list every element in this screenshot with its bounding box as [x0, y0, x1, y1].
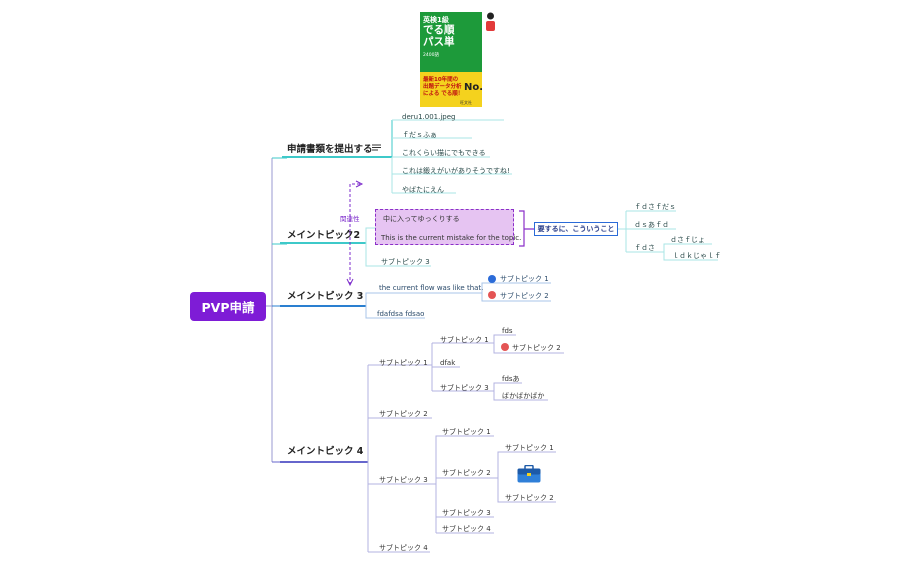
topic4-sub1-child-1[interactable]: サブトピック 1	[440, 336, 489, 344]
topic4-sub3-child-4[interactable]: サブトピック 4	[442, 525, 491, 533]
topic1-child-5[interactable]: やばたにえん	[402, 186, 444, 194]
cover-band-text: 最新10年間の 出題データ分析 による でる順！	[423, 77, 464, 97]
topic4-sub1-child-2[interactable]: dfak	[440, 359, 456, 367]
topic3-subtopic-2[interactable]: サブトピック 2	[500, 292, 549, 300]
summary-child-1[interactable]: ｆｄさｆだｓ	[634, 203, 676, 211]
summary-child-3[interactable]: ｆｄさ	[634, 244, 655, 252]
topic2-child-1[interactable]: 中に入ってゆっくりする	[383, 215, 460, 223]
main-topic-4[interactable]: メイントピック 4	[287, 446, 364, 457]
heart-icon[interactable]	[501, 343, 509, 351]
topic4-sub1-1-child-1[interactable]: fds	[502, 327, 513, 335]
topic1-child-2[interactable]: ｆだｓふぁ	[402, 131, 437, 139]
topic4-sub3-2-child-2[interactable]: サブトピック 2	[505, 494, 554, 502]
root-topic[interactable]: PVP申請	[190, 292, 266, 321]
cover-publisher: 旺文社	[460, 100, 472, 105]
topic3-child-2[interactable]: fdafdsa fdsao	[377, 310, 425, 318]
topic4-sub1-3-child-2[interactable]: ばかばかばか	[502, 392, 545, 400]
topic4-sub1-child-3[interactable]: サブトピック 3	[440, 384, 489, 392]
cover-band	[420, 72, 482, 107]
priority-2-icon[interactable]	[488, 291, 496, 299]
topic2-child-2[interactable]: This is the current mistake for the topi…	[381, 234, 522, 242]
relationship-label[interactable]: 関連性	[340, 215, 360, 223]
cover-small-title: 英検1級	[423, 16, 449, 24]
summary-grandchild-2[interactable]: ｌｄｋじゃｌｆ	[672, 252, 721, 260]
topic4-sub3-child-3[interactable]: サブトピック 3	[442, 509, 491, 517]
summary-child-2[interactable]: ｄｓあｆｄ	[634, 221, 669, 229]
topic4-sub3-child-2[interactable]: サブトピック 2	[442, 469, 491, 477]
topic4-subtopic-4[interactable]: サブトピック 4	[379, 544, 428, 552]
bookmark-badge-icon	[486, 12, 495, 31]
book-cover-image[interactable]: 英検1級 でる順 パス単 2400語 最新10年間の 出題データ分析 による で…	[420, 12, 482, 107]
summary-node[interactable]: 要するに、こういうこと	[534, 222, 618, 236]
topic4-subtopic-2[interactable]: サブトピック 2	[379, 410, 428, 418]
topic4-subtopic-3[interactable]: サブトピック 3	[379, 476, 428, 484]
cover-word-count: 2400語	[423, 53, 439, 58]
main-topic-1[interactable]: 申請書類を提出する	[287, 144, 373, 155]
cover-main-title: でる順 パス単	[423, 24, 455, 48]
cover-no1: No.1	[464, 82, 482, 93]
topic4-sub1-3-child-1[interactable]: fdsあ	[502, 375, 520, 383]
priority-1-icon[interactable]	[488, 275, 496, 283]
notes-icon[interactable]	[372, 144, 381, 151]
topic1-child-3[interactable]: これくらい描にでもできる	[402, 149, 486, 157]
topic4-subtopic-1[interactable]: サブトピック 1	[379, 359, 428, 367]
highlight-boundary[interactable]	[375, 209, 514, 245]
topic2-subtopic-3[interactable]: サブトピック 3	[381, 258, 430, 266]
topic4-sub1-1-child-2[interactable]: サブトピック 2	[512, 344, 561, 352]
cover-top	[420, 12, 482, 72]
topic4-sub3-child-1[interactable]: サブトピック 1	[442, 428, 491, 436]
briefcase-icon[interactable]	[517, 465, 541, 483]
main-topic-3[interactable]: メイントピック 3	[287, 291, 364, 302]
main-topic-2[interactable]: メイントピック2	[287, 230, 361, 241]
summary-grandchild-1[interactable]: ｄさｆじょ	[670, 236, 705, 244]
topic1-child-4[interactable]: これは鍛えがいがありそうですね!	[402, 167, 510, 175]
topic4-sub3-2-child-1[interactable]: サブトピック 1	[505, 444, 554, 452]
topic3-subtopic-1[interactable]: サブトピック 1	[500, 275, 549, 283]
topic3-child-1[interactable]: the current flow was like that.	[379, 284, 484, 292]
topic1-child-1[interactable]: deru1.001.jpeg	[402, 113, 456, 121]
